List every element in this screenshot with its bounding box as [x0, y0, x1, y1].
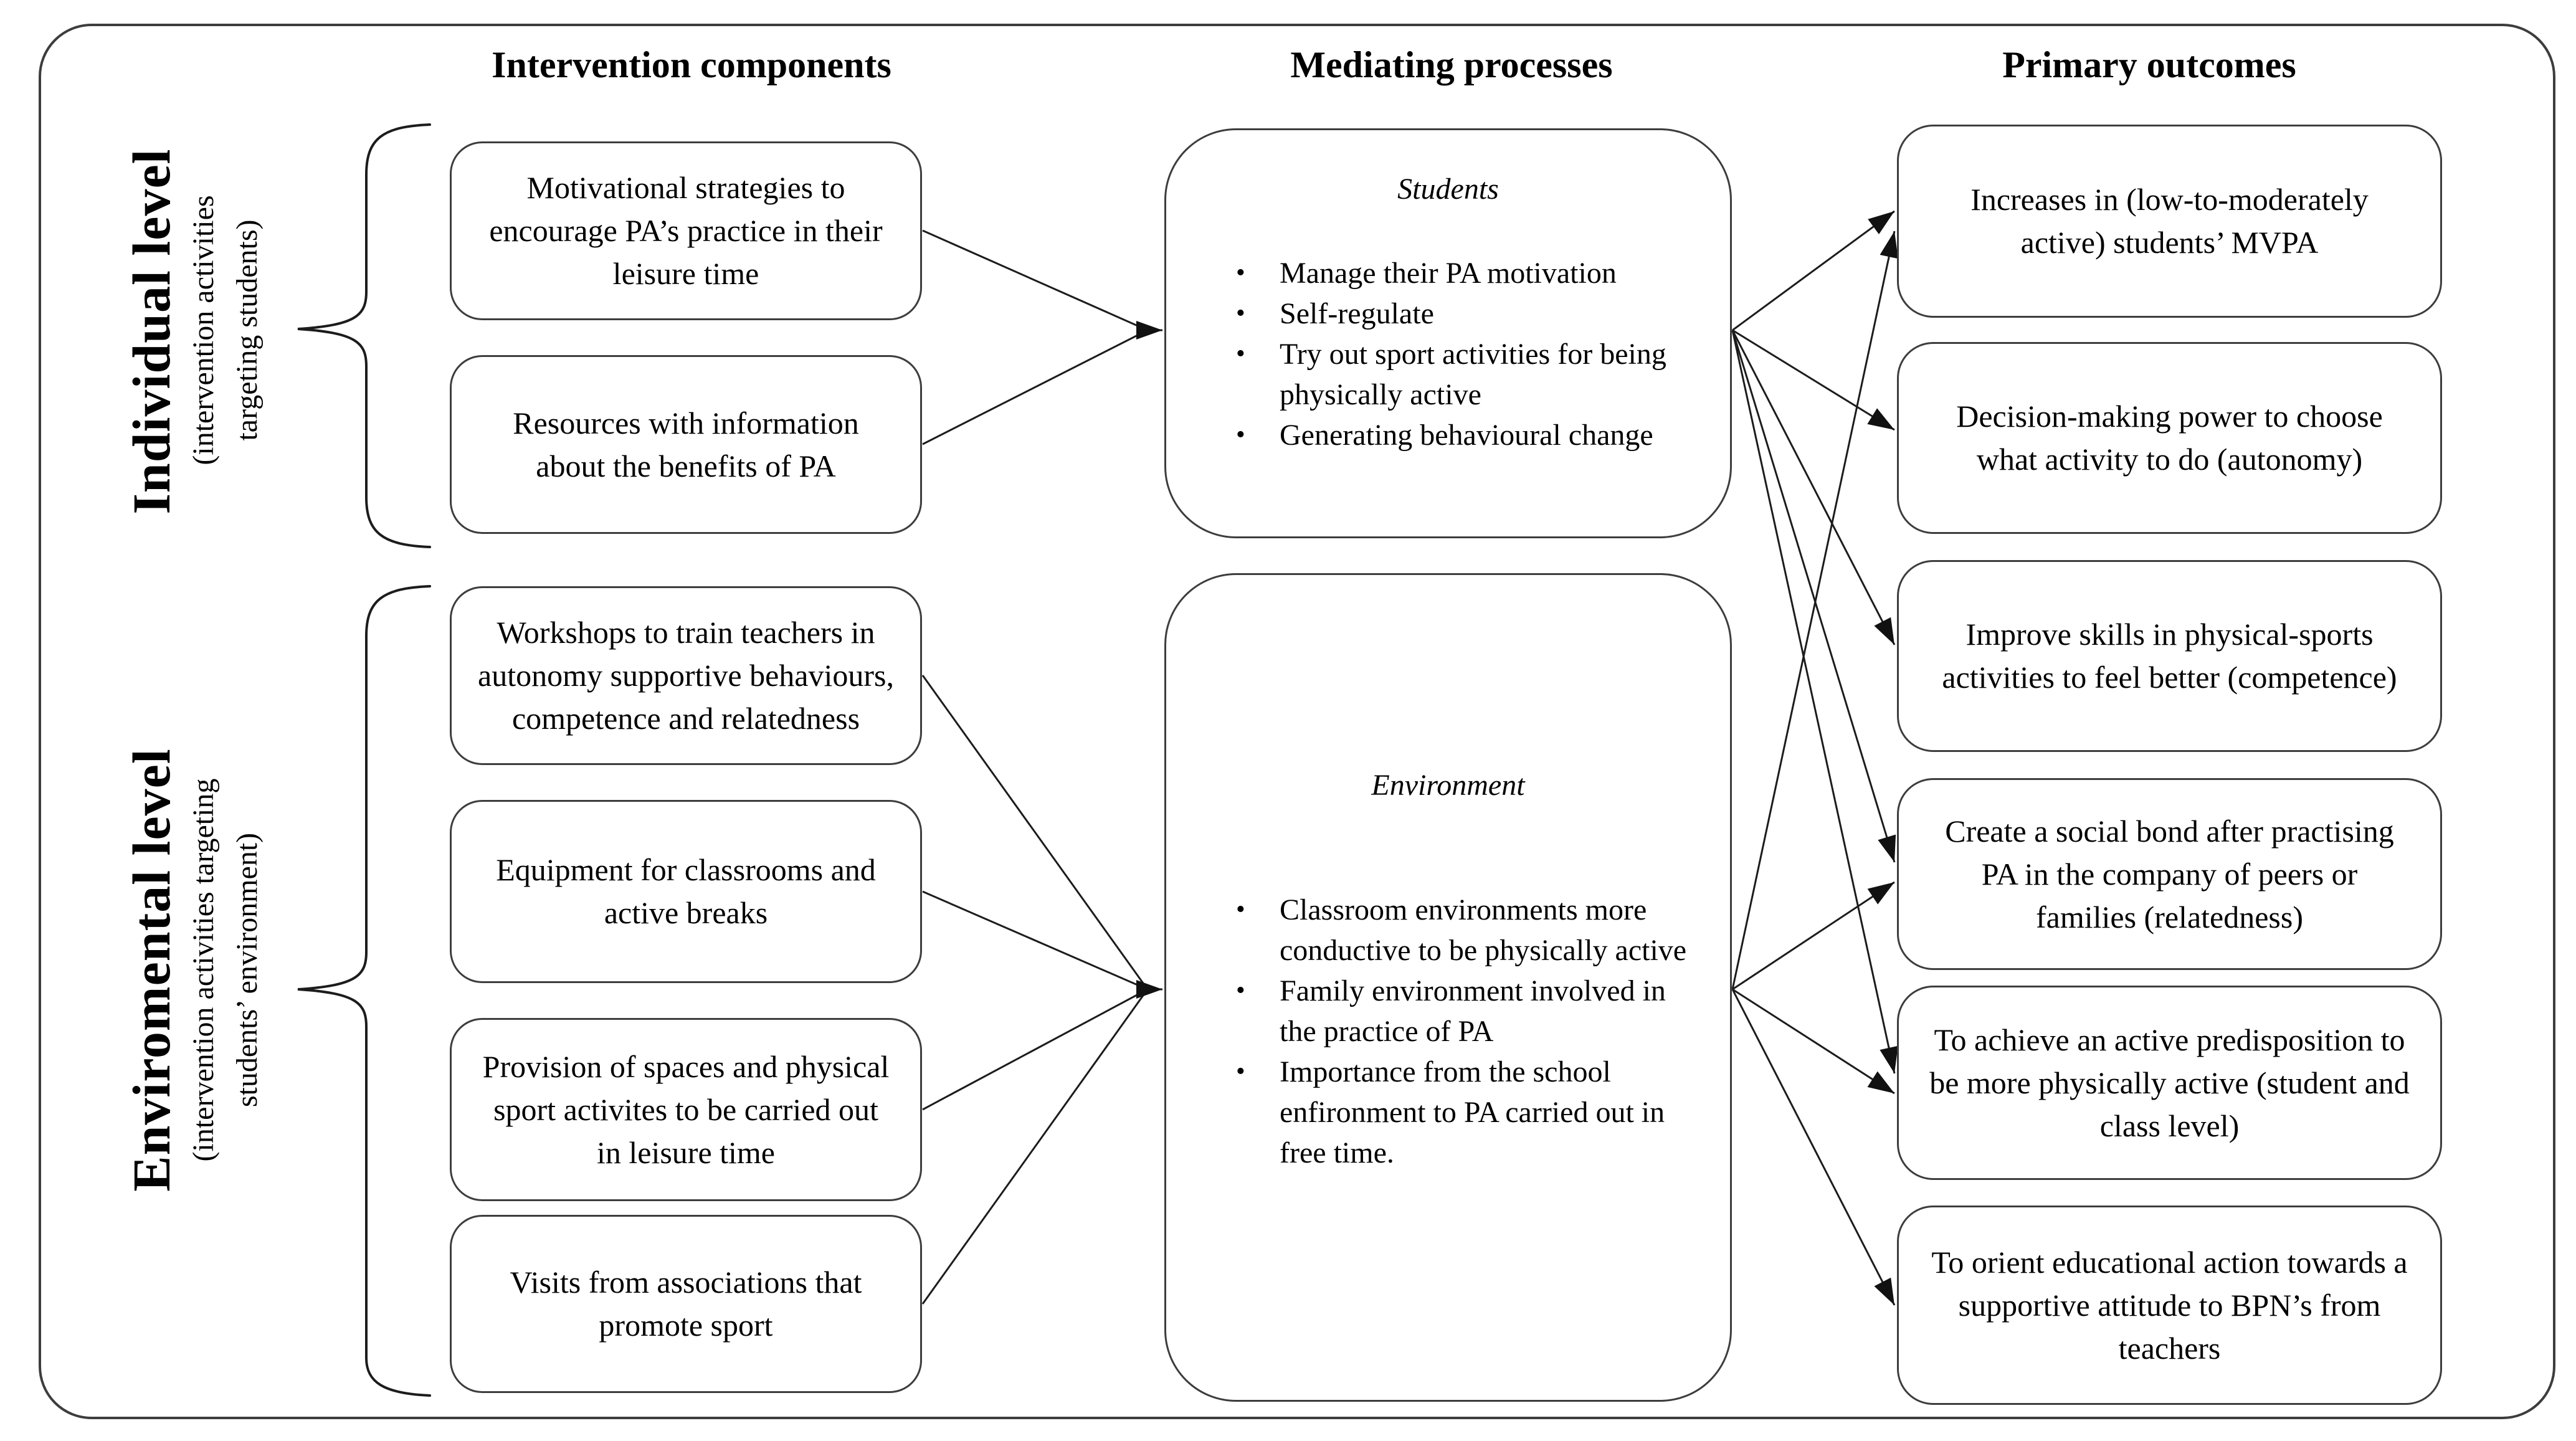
- outcome-box-predisposition: To achieve an active predisposition to b…: [1897, 986, 2442, 1180]
- bullet-dot: •: [1236, 976, 1245, 1005]
- intervention-box-provision-of-spaces: Provision of spaces and physical sport a…: [450, 1018, 922, 1201]
- intervention-box-resources: Resources with information about the ben…: [450, 355, 922, 534]
- bullet-dot: •: [1236, 299, 1245, 328]
- bullet-text: Family environment involved in the pract…: [1280, 974, 1666, 1048]
- environmental-level-sublabel: (intervention activities targeting stude…: [182, 690, 269, 1250]
- environmental-level-label: Enviromental level: [121, 748, 181, 1192]
- bullet-text: Importance from the school enfironment t…: [1280, 1055, 1665, 1169]
- bullet-item: • Classroom environments more conductive …: [1236, 890, 1695, 971]
- sublabel-line: (intervention activities targeting: [187, 778, 220, 1162]
- mediator-bullet-list: • Manage their PA motivation • Self-regulat…: [1166, 253, 1730, 455]
- individual-level-sublabel: (intervention activities targeting stude…: [182, 112, 269, 548]
- bullet-text: Manage their PA motivation: [1280, 257, 1617, 290]
- bullet-dot: •: [1236, 259, 1245, 287]
- sublabel-line: targeting students): [231, 219, 264, 441]
- bullet-item: • Try out sport activities for being phys…: [1236, 334, 1695, 415]
- bullet-dot: •: [1236, 421, 1245, 449]
- bullet-text: Try out sport activities for being physi…: [1280, 338, 1666, 411]
- intervention-box-visits-associations: Visits from associations that promote sp…: [450, 1215, 922, 1393]
- environmental-level-brace: [297, 585, 431, 1397]
- bullet-dot: •: [1236, 1057, 1245, 1086]
- mediator-bullet-list: • Classroom environments more conductive …: [1166, 890, 1730, 1173]
- sublabel-line: students’ environment): [231, 832, 264, 1108]
- header-primary-outcomes: Primary outcomes: [2002, 44, 2296, 85]
- outcome-box-autonomy: Decision-making power to choose what act…: [1897, 342, 2442, 534]
- mediator-title: Environment: [1371, 769, 1525, 802]
- outcome-box-relatedness: Create a social bond after practising PA…: [1897, 778, 2442, 970]
- mediator-box-students: Students • Manage their PA motivation • Sel…: [1164, 128, 1732, 538]
- bullet-item: • Family environment involved in the prac…: [1236, 971, 1695, 1052]
- outcome-box-educational-action: To orient educational action towards a s…: [1897, 1206, 2442, 1405]
- bullet-text: Generating behavioural change: [1280, 419, 1653, 452]
- header-intervention-components: Intervention components: [492, 44, 891, 85]
- bullet-item: • Manage their PA motivation: [1236, 253, 1695, 293]
- sublabel-line: (intervention activities: [187, 195, 220, 465]
- individual-level-label: Individual level: [121, 148, 181, 515]
- mediator-title: Students: [1397, 173, 1499, 206]
- bullet-item: • Self-regulate: [1236, 293, 1695, 334]
- bullet-dot: •: [1236, 340, 1245, 368]
- bullet-item: • Importance from the school enfironment …: [1236, 1052, 1695, 1173]
- intervention-box-motivational-strategies: Motivational strategies to encourage PA’…: [450, 141, 922, 320]
- intervention-box-workshops: Workshops to train teachers in autonomy …: [450, 586, 922, 765]
- mediator-box-environment: Environment • Classroom environments more…: [1164, 573, 1732, 1402]
- outer-frame: [39, 24, 2555, 1419]
- arrow-lines: [921, 210, 1898, 1306]
- intervention-box-equipment: Equipment for classrooms and active brea…: [450, 800, 922, 983]
- header-mediating-processes: Mediating processes: [1290, 44, 1613, 85]
- outcome-box-mvpa: Increases in (low-to-moderately active) …: [1897, 125, 2442, 318]
- bullet-text: Self-regulate: [1280, 297, 1434, 330]
- bullet-dot: •: [1236, 895, 1245, 924]
- individual-level-brace: [297, 123, 431, 548]
- bullet-text: Classroom environments more conductive t…: [1280, 893, 1687, 967]
- outcome-box-competence: Improve skills in physical-sports activi…: [1897, 560, 2442, 752]
- bullet-item: • Generating behavioural change: [1236, 415, 1695, 455]
